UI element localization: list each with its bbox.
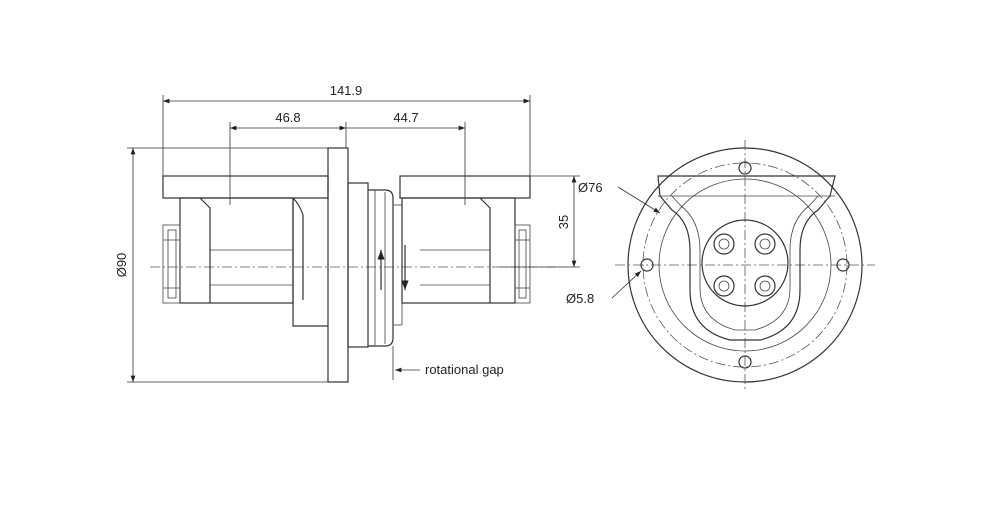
u-bracket	[657, 175, 836, 341]
bolt	[713, 233, 735, 255]
rotational-gap-label: rotational gap	[425, 362, 504, 377]
central-hub	[701, 219, 789, 307]
dim-outer-diameter: Ø90	[114, 147, 328, 383]
dim-outer-diameter-label: Ø90	[114, 253, 129, 278]
mounting-holes	[640, 161, 850, 369]
dim-left-length-label: 46.8	[275, 110, 300, 125]
bolt	[713, 275, 735, 297]
bolt	[754, 233, 776, 255]
rotation-arrows	[377, 245, 409, 290]
dim-overall-length-label: 141.9	[330, 83, 363, 98]
mounting-hole	[738, 161, 752, 175]
front-view: Ø76 Ø5.8	[566, 140, 875, 390]
dim-hole-diameter: Ø5.8	[566, 270, 642, 306]
dim-height: 35	[500, 175, 580, 268]
right-component	[399, 175, 531, 304]
dim-right-length: 44.7	[346, 110, 466, 205]
bolt	[754, 275, 776, 297]
dim-height-label: 35	[556, 215, 571, 229]
mounting-hole	[836, 258, 850, 272]
dim-inner-diameter-label: Ø76	[578, 180, 603, 195]
dim-inner-diameter: Ø76	[578, 180, 661, 214]
mounting-hole	[738, 355, 752, 369]
dim-overall-length: 141.9	[162, 83, 531, 176]
side-view: 141.9 46.8 44.7 35 Ø90	[114, 83, 580, 383]
dim-left-length: 46.8	[229, 110, 347, 205]
dim-hole-diameter-label: Ø5.8	[566, 291, 594, 306]
central-flange	[327, 147, 403, 383]
left-component	[162, 175, 329, 327]
rotational-gap-callout: rotational gap	[392, 346, 504, 380]
mounting-hole	[640, 258, 654, 272]
dim-right-length-label: 44.7	[393, 110, 418, 125]
